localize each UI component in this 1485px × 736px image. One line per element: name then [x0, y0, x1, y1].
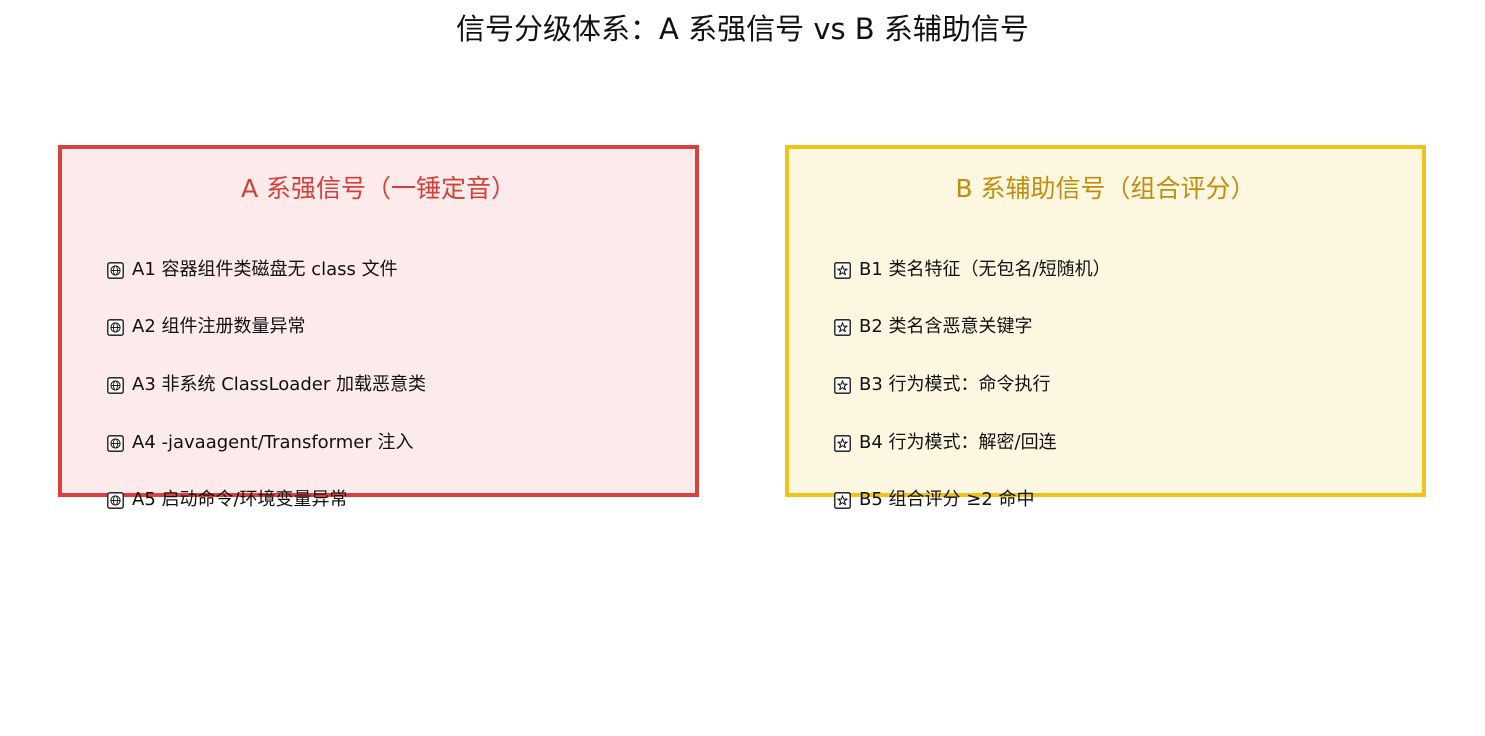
signal-label: B1 类名特征（无包名/短随机）: [859, 259, 1111, 280]
star-box-icon: [834, 318, 851, 336]
signal-label: B4 行为模式：解密/回连: [859, 432, 1057, 453]
signal-label: A1 容器组件类磁盘无 class 文件: [132, 259, 398, 280]
signal-item-a2: A2 组件注册数量异常: [107, 314, 306, 340]
signal-item-a5: A5 启动命令/环境变量异常: [107, 487, 348, 513]
panel-b-auxiliary-signals: B 系辅助信号（组合评分） B1 类名特征（无包名/短随机） B2 类名含恶意关…: [785, 145, 1426, 510]
signal-label: B2 类名含恶意关键字: [859, 316, 1033, 337]
star-box-icon: [834, 434, 851, 452]
globe-icon: [107, 318, 124, 336]
signal-item-a4: A4 -javaagent/Transformer 注入: [107, 430, 414, 456]
signal-label: B3 行为模式：命令执行: [859, 374, 1051, 395]
globe-icon: [107, 376, 124, 394]
signal-label: A3 非系统 ClassLoader 加载恶意类: [132, 374, 426, 395]
globe-icon: [107, 491, 124, 509]
signal-item-b4: B4 行为模式：解密/回连: [834, 430, 1057, 456]
globe-icon: [107, 261, 124, 279]
signal-item-a3: A3 非系统 ClassLoader 加载恶意类: [107, 372, 426, 398]
signal-label: A2 组件注册数量异常: [132, 316, 306, 337]
panel-b-title: B 系辅助信号（组合评分）: [955, 174, 1256, 203]
panel-a-title: A 系强信号（一锤定音）: [240, 174, 517, 203]
signal-item-a1: A1 容器组件类磁盘无 class 文件: [107, 257, 398, 283]
panel-a-strong-signals: A 系强信号（一锤定音） A1 容器组件类磁盘无 class 文件 A2 组件注…: [58, 145, 699, 510]
signal-item-b3: B3 行为模式：命令执行: [834, 372, 1051, 398]
signal-item-b2: B2 类名含恶意关键字: [834, 314, 1033, 340]
signal-item-b5: B5 组合评分 ≥2 命中: [834, 487, 1035, 513]
signal-label: B5 组合评分 ≥2 命中: [859, 489, 1035, 510]
globe-icon: [107, 434, 124, 452]
page-title: 信号分级体系：A 系强信号 vs B 系辅助信号: [456, 12, 1029, 46]
star-box-icon: [834, 491, 851, 509]
signal-label: A4 -javaagent/Transformer 注入: [132, 432, 414, 453]
signal-label: A5 启动命令/环境变量异常: [132, 489, 348, 510]
star-box-icon: [834, 261, 851, 279]
star-box-icon: [834, 376, 851, 394]
signal-item-b1: B1 类名特征（无包名/短随机）: [834, 257, 1111, 283]
